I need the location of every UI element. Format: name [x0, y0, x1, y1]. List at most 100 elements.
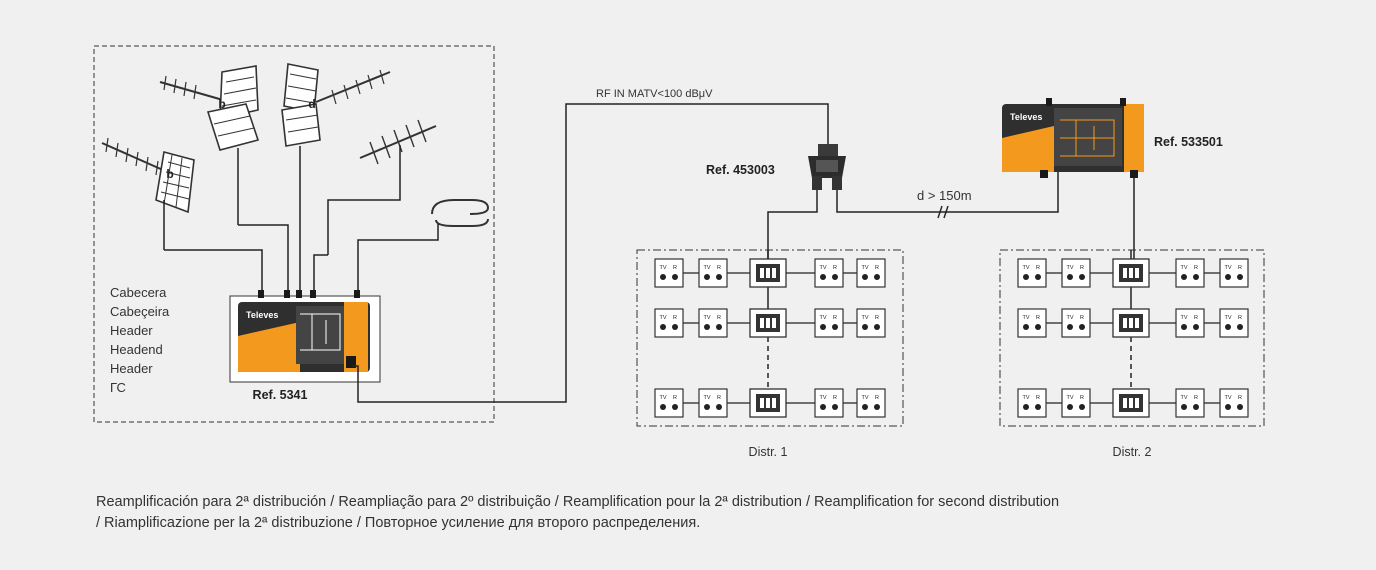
outlet-tv-label: TV [703, 265, 710, 271]
outlet-tv-label: TV [1180, 265, 1187, 271]
distance-label: d > 150m [917, 188, 972, 203]
outlet-r-label: R [1194, 395, 1198, 401]
outlet-r-label: R [875, 265, 879, 271]
outlet-r-label: R [1238, 315, 1242, 321]
vhf-antenna [359, 119, 437, 165]
tv-outlet: TV R [1219, 258, 1249, 288]
tv-outlet: TV R [698, 258, 728, 288]
outlet-tv-label: TV [659, 315, 666, 321]
outlet-r-label: R [833, 395, 837, 401]
tap-unit [1112, 388, 1150, 418]
outlet-r-label: R [1194, 315, 1198, 321]
outlet-tv-label: TV [1022, 395, 1029, 401]
outlet-r-label: R [717, 315, 721, 321]
antenna-marker-2: b [218, 97, 225, 111]
outlet-tv-label: TV [861, 265, 868, 271]
antenna-marker-3: d [308, 97, 315, 111]
outlet-tv-label: TV [1224, 315, 1231, 321]
amplifier-unit: Televes [1002, 98, 1144, 178]
ref-splitter: Ref. 453003 [706, 163, 775, 177]
outlet-tv-label: TV [861, 315, 868, 321]
outlet-r-label: R [1080, 395, 1084, 401]
tv-outlet: TV R [1219, 388, 1249, 418]
outlet-tv-label: TV [819, 395, 826, 401]
outlet-tv-label: TV [1224, 395, 1231, 401]
tap-unit [749, 258, 787, 288]
header-label-es: Cabecera [110, 285, 167, 300]
outlet-tv-label: TV [1022, 315, 1029, 321]
distribution-2-label: Distr. 2 [1113, 445, 1152, 459]
ref-headend: Ref. 5341 [253, 388, 308, 402]
tv-outlet: TV R [1175, 258, 1205, 288]
caption-line-1: Reamplificación para 2ª distribución / R… [96, 494, 1060, 510]
tv-outlet: TV R [1061, 308, 1091, 338]
tv-outlet: TV R [1017, 258, 1047, 288]
tv-outlet: TV R [856, 258, 886, 288]
tv-outlet: TV R [654, 388, 684, 418]
caption: Reamplificación para 2ª distribución / R… [96, 492, 1296, 534]
tv-outlet: TV R [1061, 258, 1091, 288]
tap-unit [749, 308, 787, 338]
header-label-ru: ГС [110, 380, 126, 395]
header-label-fr: Headend [110, 342, 163, 357]
outlet-tv-label: TV [659, 265, 666, 271]
header-label-en: Header [110, 323, 153, 338]
outlet-tv-label: TV [1180, 395, 1187, 401]
distribution-1-label: Distr. 1 [749, 445, 788, 459]
tv-outlet: TV R [1219, 308, 1249, 338]
outlet-r-label: R [1036, 265, 1040, 271]
outlet-tv-label: TV [1066, 265, 1073, 271]
outlet-r-label: R [875, 395, 879, 401]
tv-outlet: TV R [698, 308, 728, 338]
outlet-r-label: R [673, 265, 677, 271]
yagi-antenna-left [101, 137, 195, 214]
outlet-r-label: R [1194, 265, 1198, 271]
rf-in-label: RF IN MATV<100 dBμV [596, 88, 713, 100]
outlet-r-label: R [1080, 265, 1084, 271]
outlet-tv-label: TV [659, 395, 666, 401]
tv-outlet: TV R [654, 258, 684, 288]
outlet-tv-label: TV [1224, 265, 1231, 271]
splitter-device [808, 144, 846, 190]
outlet-r-label: R [1238, 265, 1242, 271]
outlet-tv-label: TV [1180, 315, 1187, 321]
outlet-r-label: R [833, 265, 837, 271]
outlet-r-label: R [673, 395, 677, 401]
outlet-tv-label: TV [1022, 265, 1029, 271]
amplifier-brand: Televes [1010, 112, 1042, 122]
headend-brand: Televes [246, 310, 278, 320]
tv-outlet: TV R [1175, 388, 1205, 418]
outlet-tv-label: TV [861, 395, 868, 401]
headend-unit: Televes [229, 290, 381, 383]
tap-unit [1112, 308, 1150, 338]
outlet-r-label: R [673, 315, 677, 321]
yagi-antenna-center-right [281, 63, 391, 147]
headend-enclosure [93, 45, 495, 423]
outlet-tv-label: TV [703, 395, 710, 401]
outlet-r-label: R [833, 315, 837, 321]
outlet-tv-label: TV [703, 315, 710, 321]
tv-outlet: TV R [1061, 388, 1091, 418]
tap-unit [1112, 258, 1150, 288]
antenna-marker-1: b [166, 167, 173, 181]
outlet-tv-label: TV [1066, 395, 1073, 401]
outlet-r-label: R [717, 265, 721, 271]
outlet-r-label: R [875, 315, 879, 321]
tap-unit [749, 388, 787, 418]
outlet-tv-label: TV [1066, 315, 1073, 321]
header-label-it: Header [110, 361, 153, 376]
header-label-pt: Cabeçeira [110, 304, 170, 319]
outlet-r-label: R [1080, 315, 1084, 321]
yagi-antenna-center-left [159, 65, 260, 151]
tv-outlet: TV R [1175, 308, 1205, 338]
caption-line-2: / Riamplificazione per la 2ª distribuzio… [96, 515, 701, 531]
outlet-r-label: R [1238, 395, 1242, 401]
